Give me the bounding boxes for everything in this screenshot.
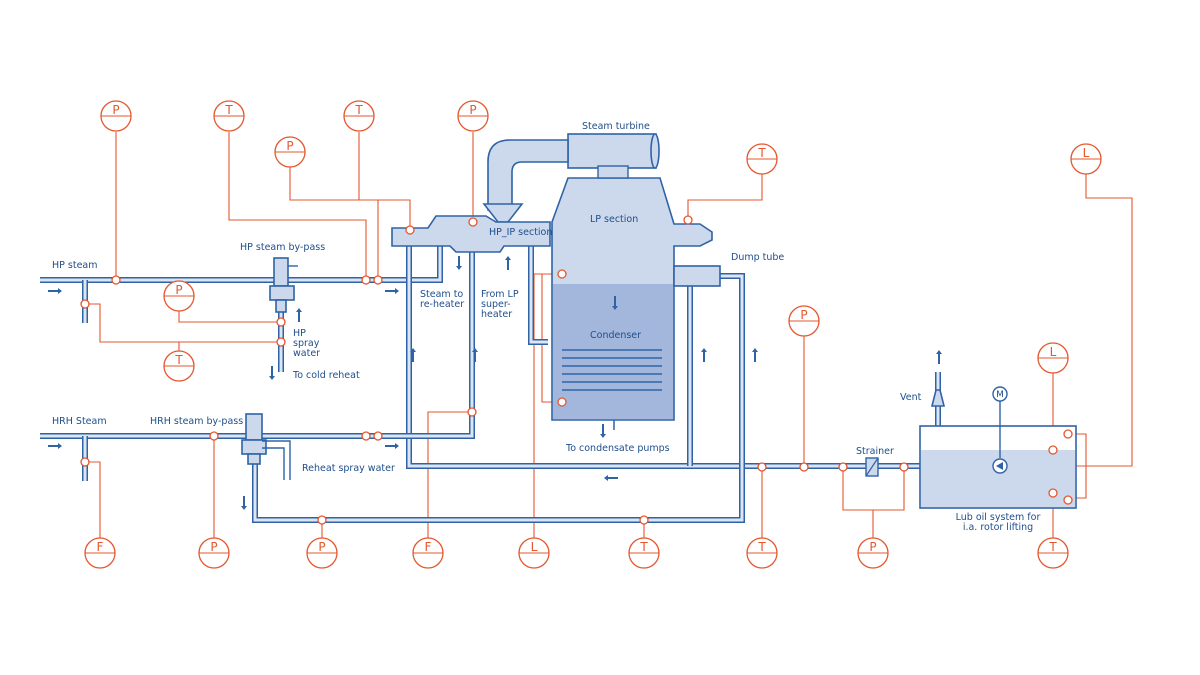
svg-text:L: L [1050, 345, 1057, 359]
label-hrh-steam-bypass: HRH steam by-pass [150, 416, 243, 427]
label-to-condensate-pumps: To condensate pumps [565, 443, 670, 454]
hrh-bypass-valve [241, 413, 267, 465]
tap-points [80, 215, 1073, 525]
label-from-lp-2: super- [481, 299, 511, 310]
instrument-l-condenser: L [518, 537, 550, 569]
instrument-f-hrh: F [84, 537, 116, 569]
label-motor: M [996, 390, 1004, 400]
instrument-p-bottom-line: P [306, 537, 338, 569]
label-condenser: Condenser [590, 330, 641, 341]
instrument-t-bypass-top: T [213, 100, 245, 132]
svg-text:T: T [224, 103, 233, 117]
svg-text:P: P [800, 308, 807, 322]
label-from-lp-3: heater [481, 309, 512, 320]
instrument-p-strainer-up: P [788, 305, 820, 337]
label-hp-spray-3: water [293, 348, 320, 359]
label-hp-spray-2: spray [293, 338, 320, 349]
condenser-tubes [562, 349, 662, 391]
instrument-t-reheater: T [343, 100, 375, 132]
svg-text:P: P [210, 540, 217, 554]
instrument-t-oil-line: T [746, 537, 778, 569]
instrument-f-reheat: F [412, 537, 444, 569]
label-reheat-spray-water: Reheat spray water [302, 463, 395, 474]
instrument-t-bottom-line: T [628, 537, 660, 569]
label-vent: Vent [900, 392, 922, 403]
label-to-cold-reheat: To cold reheat [292, 370, 360, 381]
turbine-coupling [597, 165, 629, 179]
label-dump-tube: Dump tube [731, 252, 784, 263]
instrument-t-spray: T [163, 350, 195, 382]
svg-text:P: P [469, 103, 476, 117]
dump-tube [673, 265, 721, 287]
label-lub-oil-1: Lub oil system for [956, 512, 1041, 523]
label-hp-spray-1: HP [293, 328, 306, 339]
svg-text:T: T [1048, 540, 1057, 554]
svg-text:P: P [869, 540, 876, 554]
instrument-p-hp-steam: P [100, 100, 132, 132]
instrument-p-bypass-top: P [274, 136, 306, 168]
label-hrh-steam: HRH Steam [52, 416, 107, 427]
instrument-p-strainer: P [857, 537, 889, 569]
svg-text:T: T [639, 540, 648, 554]
pipes [40, 240, 941, 523]
svg-text:L: L [1083, 146, 1090, 160]
svg-text:T: T [354, 103, 363, 117]
instrument-p-hrh-bypass: P [198, 537, 230, 569]
instrument-t-lp-section: T [746, 143, 778, 175]
label-hp-steam: HP steam [52, 260, 98, 271]
svg-text:F: F [425, 540, 432, 554]
label-lub-oil-2: i.a. rotor lifting [963, 522, 1033, 533]
label-hp-steam-bypass: HP steam by-pass [240, 242, 325, 253]
label-steam-to-reheater-1: Steam to [420, 289, 463, 300]
svg-text:P: P [112, 103, 119, 117]
instrument-l-lub-oil-top: L [1070, 143, 1102, 175]
hp-bypass-valve [269, 257, 298, 313]
label-hp-ip-section: HP_IP section [489, 227, 552, 238]
label-steam-turbine: Steam turbine [582, 121, 650, 132]
instrument-l-tank: L [1037, 342, 1069, 374]
label-from-lp-1: From LP [481, 289, 519, 300]
instrument-p-spray: P [163, 280, 195, 312]
flow-arrows [48, 256, 942, 510]
svg-text:P: P [175, 283, 182, 297]
lub-oil-level [921, 450, 1075, 507]
label-strainer: Strainer [856, 446, 894, 457]
vent-cap [930, 389, 946, 407]
svg-text:L: L [531, 540, 538, 554]
instrument-t-tank: T [1037, 537, 1069, 569]
svg-text:P: P [286, 139, 293, 153]
spray-line-stubs [262, 440, 291, 480]
svg-text:T: T [174, 353, 183, 367]
instrument-p-turbine: P [457, 100, 489, 132]
svg-text:T: T [757, 146, 766, 160]
label-lp-section: LP section [590, 214, 638, 225]
motor-icon [992, 386, 1008, 402]
svg-text:T: T [757, 540, 766, 554]
condensate-water [553, 284, 673, 419]
svg-text:P: P [318, 540, 325, 554]
label-steam-to-reheater-2: re-heater [420, 299, 464, 310]
svg-text:F: F [97, 540, 104, 554]
